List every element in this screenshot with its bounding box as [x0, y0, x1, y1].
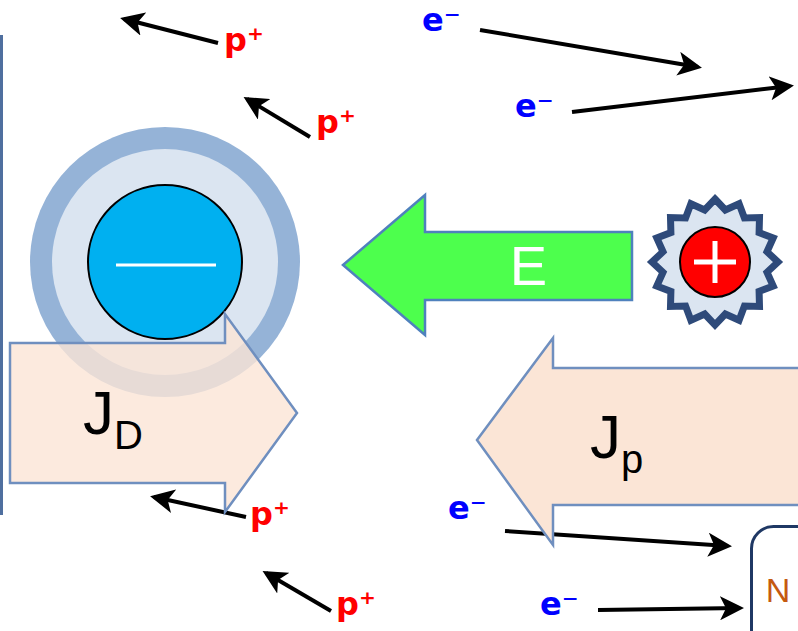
field-arrow-outline	[343, 195, 632, 335]
text-area: JD	[43, 343, 183, 483]
positive-charge	[652, 199, 778, 325]
particle-label: p⁺	[336, 586, 376, 623]
field-arrow-shape	[340, 192, 635, 338]
text-area: E	[425, 232, 632, 300]
node-label: J	[590, 406, 621, 468]
panel-edge	[0, 35, 3, 515]
current-arrow: JD	[8, 312, 300, 514]
text-area: N	[758, 565, 798, 615]
field-arrow: E	[340, 192, 635, 338]
particle-label: e⁻	[448, 490, 487, 527]
particle-label: e⁻	[515, 88, 554, 125]
rounded-box: N	[750, 525, 798, 631]
particle-label: e⁻	[540, 586, 579, 623]
particle-label: p⁺	[224, 22, 264, 59]
node-subscript: D	[114, 415, 143, 455]
text-area: Jp	[559, 368, 674, 505]
current-arrow-outline	[10, 314, 297, 512]
current-arrow-shape	[8, 312, 300, 514]
node-label: J	[83, 382, 114, 444]
node-label: N	[766, 573, 791, 607]
current-arrow-outline	[477, 338, 798, 545]
rounded-box-outline	[752, 527, 798, 631]
particle-label: e⁻	[422, 2, 461, 39]
particle-label: p⁺	[250, 496, 290, 533]
particle-label: p⁺	[316, 104, 356, 141]
node-subscript: p	[621, 439, 643, 479]
current-arrow: Jp	[474, 335, 798, 548]
node-label: E	[510, 238, 547, 294]
